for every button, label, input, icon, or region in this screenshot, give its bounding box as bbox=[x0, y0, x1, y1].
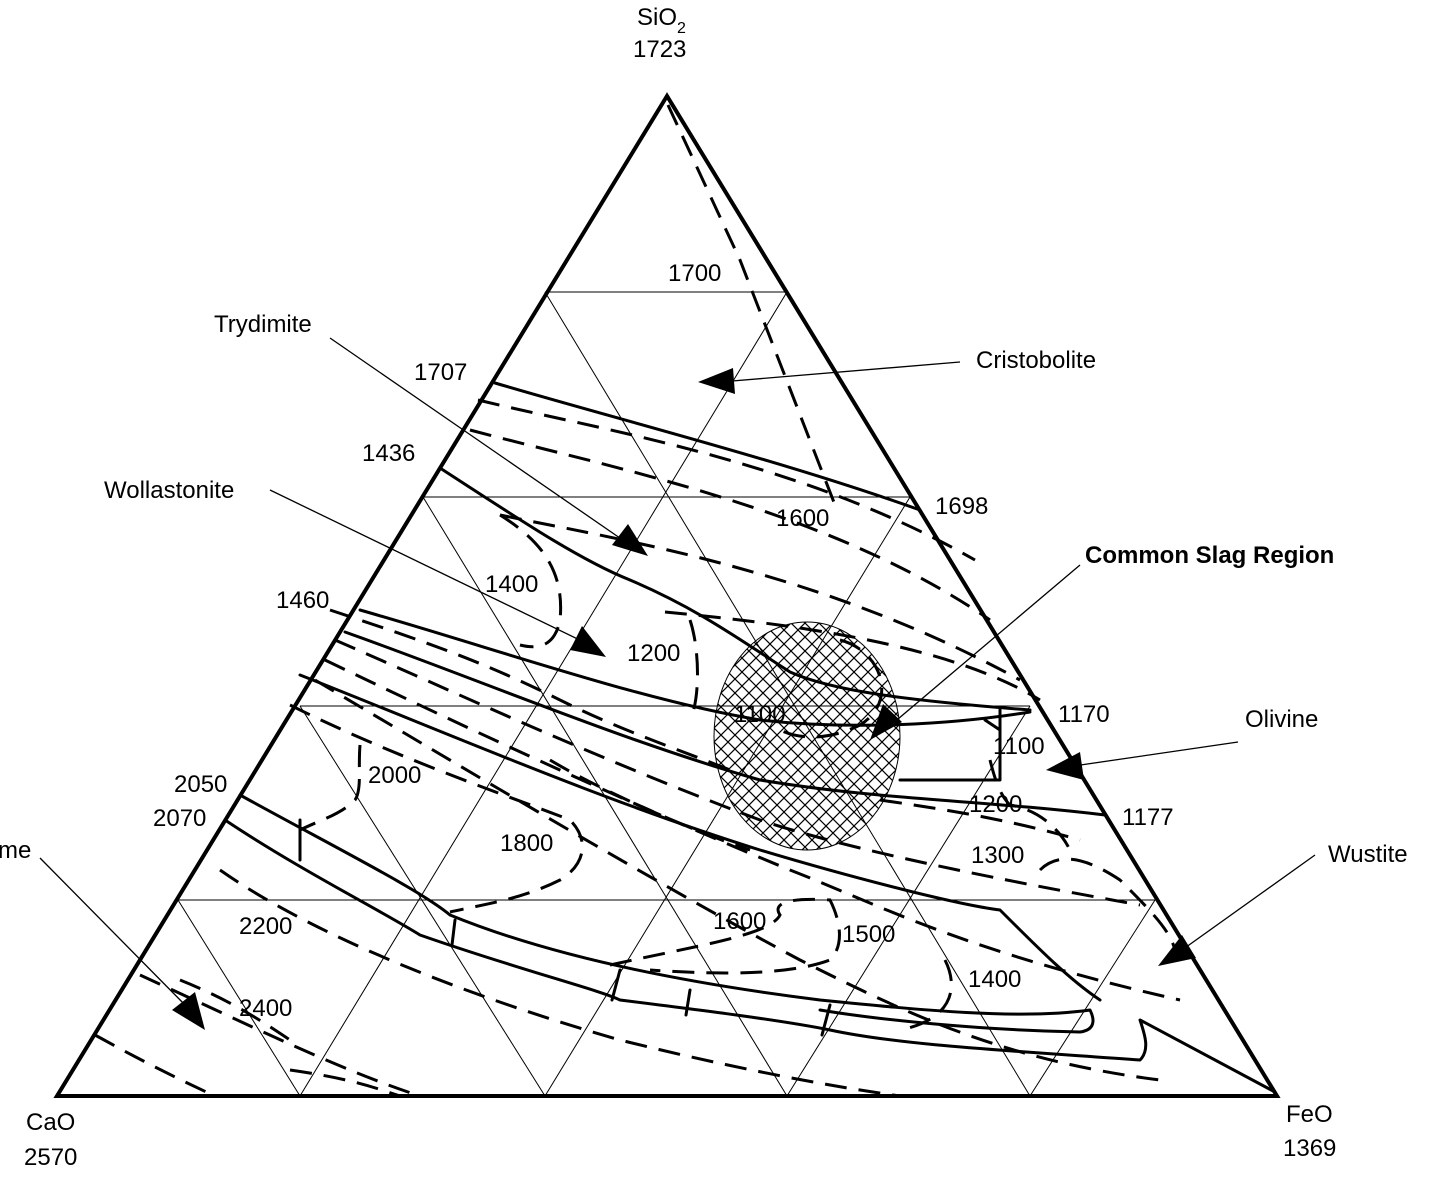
isotherm-label-1600-lower: 1600 bbox=[713, 908, 766, 935]
lime-arrowhead bbox=[172, 992, 205, 1030]
isotherm-label-1600-upper: 1600 bbox=[776, 505, 829, 532]
edge-temp-1436: 1436 bbox=[362, 440, 415, 467]
vertex-top-temperature: 1723 bbox=[633, 36, 686, 63]
ternary-triangle-frame bbox=[53, 92, 1281, 1098]
isotherm-label-1300: 1300 bbox=[971, 842, 1024, 869]
phase-label-common-slag-region: Common Slag Region bbox=[1085, 542, 1334, 569]
isotherm-label-1700: 1700 bbox=[668, 260, 721, 287]
edge-temp-1170: 1170 bbox=[1058, 701, 1110, 728]
isotherm-label-1400-upper: 1400 bbox=[485, 571, 538, 598]
wustite-arrowhead bbox=[1158, 935, 1196, 966]
isotherm-label-2400: 2400 bbox=[239, 995, 292, 1022]
isotherm-label-1100-right: 1100 bbox=[993, 733, 1045, 760]
isotherm-label-1400-lower: 1400 bbox=[968, 966, 1021, 993]
edge-temp-1707: 1707 bbox=[414, 359, 467, 386]
vertex-top-formula: SiO2 bbox=[637, 4, 686, 37]
cristobolite-arrowhead bbox=[698, 368, 735, 394]
isotherm-label-1800: 1800 bbox=[500, 830, 553, 857]
slag-region-arrowhead bbox=[870, 704, 902, 740]
isotherm-label-2200: 2200 bbox=[239, 913, 292, 940]
isotherm-label-1100-slag: 1100 bbox=[734, 701, 786, 728]
isotherm-label-1200-upper: 1200 bbox=[627, 640, 680, 667]
vertex-left-formula: CaO bbox=[26, 1109, 75, 1136]
phase-label-cristobolite: Cristobolite bbox=[976, 347, 1096, 374]
vertex-right-formula: FeO bbox=[1286, 1101, 1333, 1128]
edge-temp-1460: 1460 bbox=[276, 587, 329, 614]
isotherm-label-1200-right: 1200 bbox=[969, 791, 1022, 818]
phase-label-olivine: Olivine bbox=[1245, 706, 1318, 733]
vertex-right-temperature: 1369 bbox=[1283, 1135, 1336, 1162]
phase-label-lime-partial: me bbox=[0, 837, 31, 864]
edge-temp-1698: 1698 bbox=[935, 493, 988, 520]
phase-label-wollastonite: Wollastonite bbox=[104, 477, 234, 504]
edge-temp-2070: 2070 bbox=[153, 805, 206, 832]
edge-temp-1177: 1177 bbox=[1122, 804, 1174, 831]
edge-temp-2050: 2050 bbox=[174, 771, 227, 798]
isotherm-label-2000: 2000 bbox=[368, 762, 421, 789]
isotherm-label-1500: 1500 bbox=[842, 921, 895, 948]
dashed-isotherms bbox=[94, 104, 1181, 1098]
phase-label-wustite: Wustite bbox=[1328, 841, 1408, 868]
trydimite-arrowhead bbox=[612, 524, 648, 556]
olivine-arrowhead bbox=[1046, 752, 1084, 780]
phase-label-trydimite: Trydimite bbox=[214, 311, 312, 338]
solid-boundary-lines bbox=[223, 381, 1277, 1094]
isotherm-labels: 1700 1600 1400 1200 1100 1100 1200 1300 … bbox=[239, 260, 1045, 1022]
leader-arrows bbox=[39, 337, 1316, 1030]
wollastonite-arrowhead bbox=[570, 626, 606, 657]
vertex-left-temperature: 2570 bbox=[24, 1144, 77, 1171]
